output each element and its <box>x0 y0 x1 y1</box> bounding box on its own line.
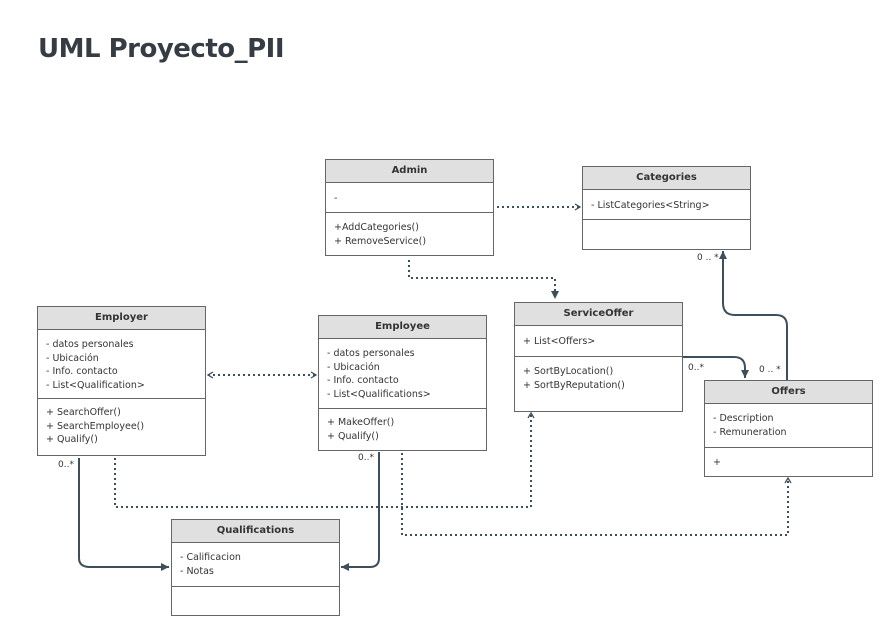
admin-method: +AddCategories() <box>334 222 419 233</box>
employee-method: + Qualify() <box>327 430 379 442</box>
employer-attributes: - datos personales - Ubicación - Info. c… <box>38 330 205 399</box>
categories-attributes: - ListCategories<String> <box>583 190 750 220</box>
categories-attribute: - ListCategories<String> <box>591 200 710 211</box>
qualifications-attribute: - Calificacion <box>180 552 241 563</box>
page-title: UML Proyecto_PII <box>38 34 285 64</box>
employee-attributes: - datos personales - Ubicación - Info. c… <box>319 339 486 409</box>
categories-class: Categories - ListCategories<String> <box>582 166 751 250</box>
employee-attribute: - Ubicación <box>327 361 380 373</box>
admin-methods: +AddCategories() + RemoveService() <box>326 213 493 253</box>
multiplicity-label: 0..* <box>688 363 704 373</box>
employee-method: + MakeOffer() <box>327 417 395 428</box>
offers-method: + <box>713 457 721 468</box>
employer-attribute: - Ubicación <box>46 352 99 364</box>
employee-class-name: Employee <box>319 316 486 339</box>
connector-serviceoffer-offers <box>683 356 749 378</box>
offers-attribute: - Remuneration <box>713 426 787 438</box>
offers-class: Offers - Description - Remuneration + <box>704 380 873 477</box>
employee-class: Employee - datos personales - Ubicación … <box>318 315 487 451</box>
employee-attribute: - datos personales <box>327 348 415 359</box>
employer-attribute: - Info. contacto <box>46 366 118 377</box>
connector-employee-qualifications <box>341 452 380 571</box>
serviceoffer-method: + SortByReputation() <box>523 379 625 391</box>
serviceoffer-attributes: + List<Offers> <box>515 326 682 357</box>
offers-methods: + <box>705 448 872 475</box>
serviceoffer-class: ServiceOffer + List<Offers> + SortByLoca… <box>514 302 683 412</box>
admin-attributes: - <box>326 183 493 213</box>
qualifications-class: Qualifications - Calificacion - Notas <box>171 519 340 616</box>
serviceoffer-attribute: + List<Offers> <box>523 336 596 347</box>
connector-employee-offers <box>401 443 792 536</box>
connector-employer-serviceoffer <box>114 411 535 508</box>
employer-method: + Qualify() <box>46 434 98 445</box>
multiplicity-label: 0 .. * <box>697 253 719 263</box>
employer-attribute: - List<Qualification> <box>46 379 145 391</box>
admin-method: + RemoveService() <box>334 235 427 247</box>
employee-methods: + MakeOffer() + Qualify() <box>319 409 486 448</box>
multiplicity-label: 0..* <box>358 453 374 463</box>
qualifications-attributes: - Calificacion - Notas <box>172 543 339 587</box>
serviceoffer-methods: + SortByLocation() + SortByReputation() <box>515 357 682 397</box>
offers-attribute: - Description <box>713 413 774 424</box>
categories-class-name: Categories <box>583 167 750 190</box>
admin-class-name: Admin <box>326 160 493 183</box>
connector-employer-qualifications <box>78 458 169 571</box>
connector-offers-categories <box>719 251 788 380</box>
offers-attributes: - Description - Remuneration <box>705 404 872 448</box>
serviceoffer-method: + SortByLocation() <box>523 366 614 377</box>
serviceoffer-class-name: ServiceOffer <box>515 303 682 326</box>
qualifications-class-name: Qualifications <box>172 520 339 543</box>
qualifications-attribute: - Notas <box>180 565 214 577</box>
categories-methods <box>583 220 750 250</box>
admin-attribute: - <box>334 193 338 204</box>
qualifications-methods <box>172 587 339 597</box>
connector-admin-serviceoffer <box>408 260 559 299</box>
multiplicity-label: 0 .. * <box>759 365 781 375</box>
offers-class-name: Offers <box>705 381 872 404</box>
employer-class-name: Employer <box>38 307 205 330</box>
employer-method: + SearchEmployee() <box>46 420 145 432</box>
multiplicity-label: 0..* <box>58 460 74 470</box>
admin-class: Admin - +AddCategories() + RemoveService… <box>325 159 494 256</box>
employee-attribute: - List<Qualifications> <box>327 388 431 400</box>
employer-method: + SearchOffer() <box>46 407 121 418</box>
employee-attribute: - Info. contacto <box>327 375 399 386</box>
employer-attribute: - datos personales <box>46 339 134 350</box>
employer-methods: + SearchOffer() + SearchEmployee() + Qua… <box>38 399 205 452</box>
employer-class: Employer - datos personales - Ubicación … <box>37 306 206 456</box>
